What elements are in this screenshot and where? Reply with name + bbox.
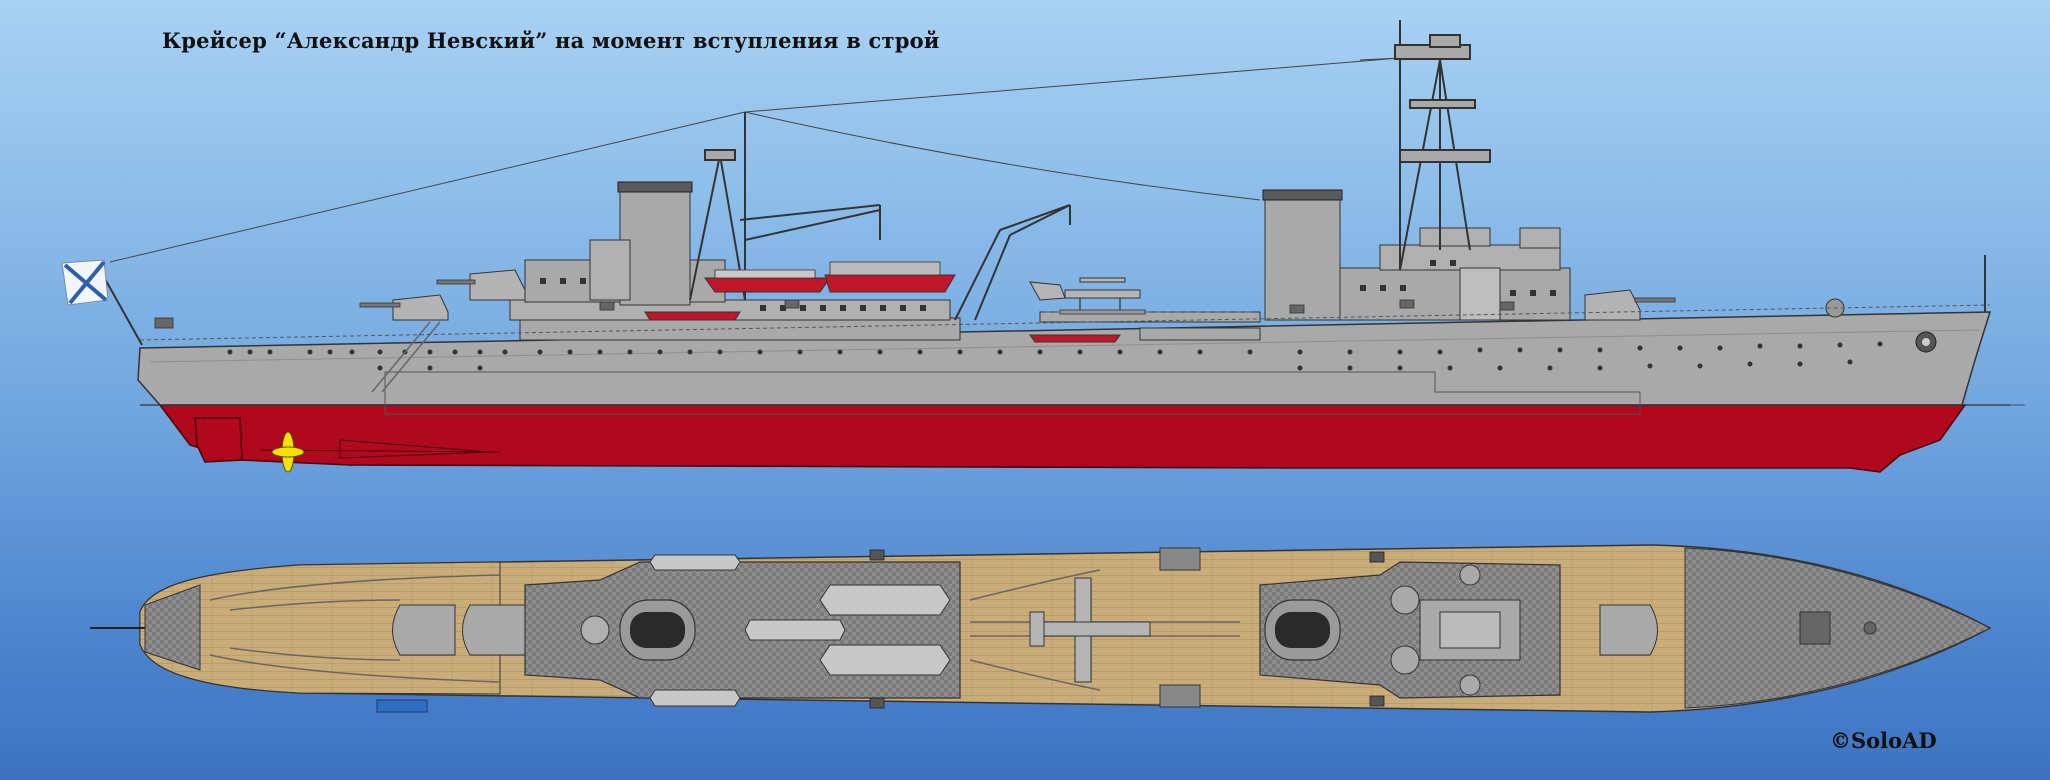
plan-fore-turret (1599, 604, 1658, 656)
fore-funnel (1262, 189, 1343, 321)
propeller-icon (271, 431, 305, 473)
ensign-icon (61, 259, 109, 306)
drawing-title: Крейсер “Александр Невский” на момент вс… (162, 28, 940, 53)
hull-grey (137, 311, 1992, 406)
fore-mast (1394, 20, 1491, 271)
fore-turret (1584, 289, 1676, 321)
portholes (227, 341, 1883, 371)
hull-red (158, 404, 1967, 473)
boats (644, 261, 1121, 343)
plan-bridge (1390, 564, 1521, 696)
boat-crane (954, 204, 1071, 321)
plan-aft-turrets (392, 604, 526, 656)
plan-seaplane-icon (1029, 577, 1151, 683)
plan-aft-funnel (580, 599, 696, 661)
anchor-icon (1915, 331, 1937, 353)
bridge (1339, 227, 1571, 321)
author-credit: ©SoloAD (1830, 728, 1937, 753)
side-profile (61, 20, 2025, 473)
seaplane-icon (1029, 277, 1146, 315)
aft-funnel (589, 181, 693, 306)
rigging (109, 20, 1401, 263)
aft-turret-1 (359, 294, 449, 321)
main-mast (689, 112, 881, 301)
plan-boats (649, 554, 951, 707)
aft-turret-2 (436, 269, 526, 301)
rudder (194, 417, 243, 463)
deck-plan (90, 544, 1992, 713)
plan-fore-funnel (1264, 599, 1341, 661)
